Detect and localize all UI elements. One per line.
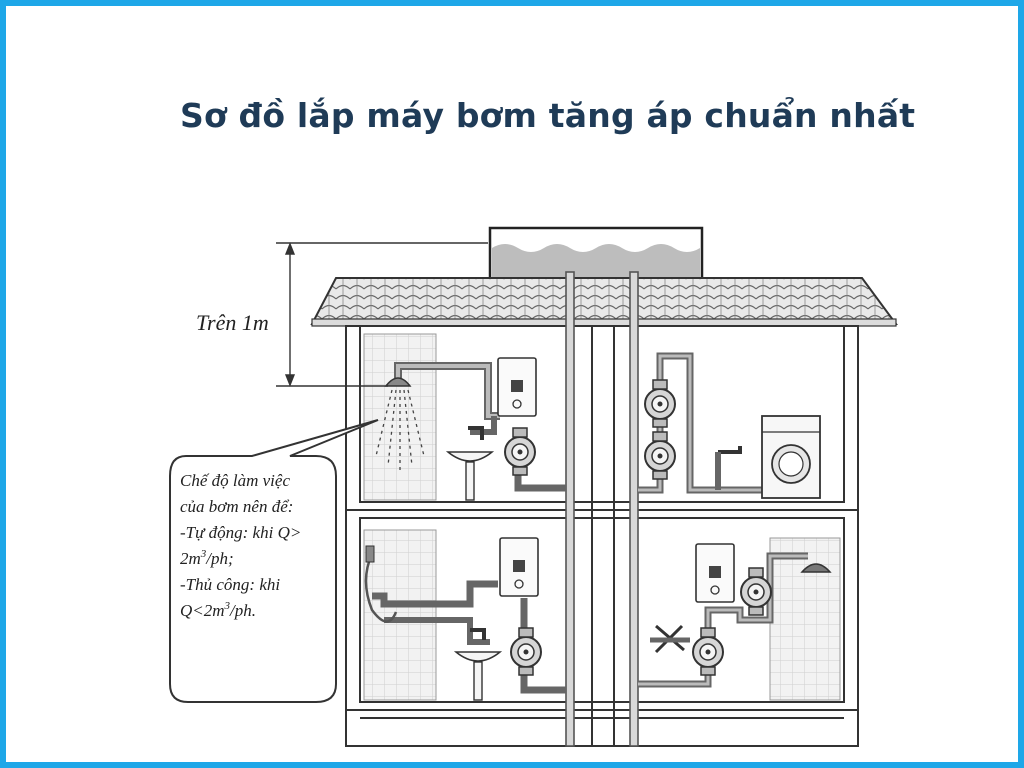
svg-text:Chế độ làm việc của bơm: Chế độ làm việc của bơm nên để: -Tự động… — [180, 471, 301, 542]
callout-line-2: của bơm nên để: — [180, 497, 293, 516]
shower-head-icon — [364, 545, 398, 623]
callout-line-5: -Thủ công: khi — [180, 575, 280, 594]
shower-head-icon — [800, 563, 832, 573]
page-title: Sơ đồ lắp máy bơm tăng áp chuẩn nhất — [180, 96, 916, 135]
water-tank-icon — [488, 226, 704, 286]
height-indicator — [276, 242, 488, 387]
faucet-icon — [650, 624, 690, 654]
shower-head-icon — [375, 377, 425, 470]
tile-wall-lower-right — [769, 537, 841, 701]
roof-tiles-icon — [310, 277, 898, 327]
water-heater-icon — [695, 543, 735, 603]
pressure-pump-icon — [644, 379, 676, 428]
sink-icon — [455, 651, 501, 701]
callout-line-4: 2m3/ph; — [180, 548, 234, 568]
lower-left-room — [364, 537, 566, 701]
tile-wall-upper-left — [363, 333, 437, 501]
water-heater-icon — [499, 537, 539, 597]
water-heater-icon — [497, 357, 537, 417]
upper-left-room — [375, 357, 566, 501]
lower-right-room — [638, 543, 832, 688]
pressure-pump-icon — [644, 431, 676, 480]
washing-machine-icon — [761, 415, 821, 499]
faucet-icon — [468, 426, 484, 440]
callout-bubble: Chế độ làm việc của bơm nên để: -Tự động… — [169, 419, 379, 703]
sink-icon — [447, 451, 493, 501]
upper-right-room — [638, 352, 821, 499]
height-label: Trên 1m — [196, 310, 269, 335]
callout-line-6: Q<2m3/ph. — [180, 600, 256, 620]
callout-line-1: Chế độ làm việc — [180, 471, 290, 490]
callout-line-3: -Tự động: khi Q> — [180, 523, 301, 542]
house-structure — [345, 325, 859, 747]
faucet-icon — [718, 446, 742, 454]
pressure-pump-icon — [510, 627, 542, 676]
pressure-pump-icon — [692, 627, 724, 676]
faucet-icon — [470, 628, 486, 640]
pressure-pump-icon — [504, 427, 536, 476]
main-supply-pipes — [565, 271, 639, 747]
